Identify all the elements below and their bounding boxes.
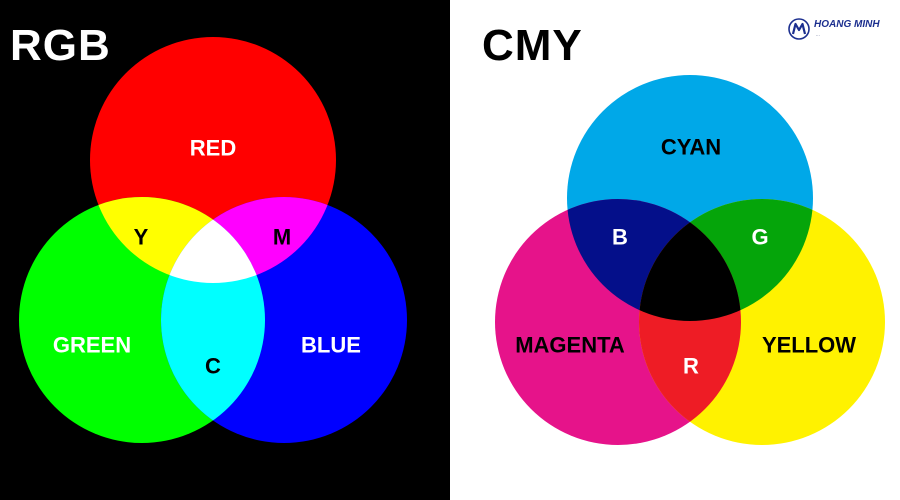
brand-logo: HOANG MINH ... xyxy=(788,18,898,42)
rgb-title: RGB xyxy=(10,21,111,70)
cmy-label-magenta: MAGENTA xyxy=(515,333,625,358)
rgb-label-cyan: C xyxy=(205,354,221,379)
rgb-venn-diagram: RED GREEN BLUE Y M C xyxy=(19,37,407,443)
cmy-label-cyan: CYAN xyxy=(661,135,721,160)
cmy-label-green: G xyxy=(751,225,768,250)
rgb-label-yellow: Y xyxy=(134,225,149,250)
rgb-overlap-center xyxy=(161,197,265,283)
cmy-overlap-center xyxy=(639,199,741,321)
cmy-label-red: R xyxy=(683,354,699,379)
rgb-label-green: GREEN xyxy=(53,333,131,358)
rgb-label-blue: BLUE xyxy=(301,333,361,358)
brand-logo-icon xyxy=(788,18,810,40)
rgb-label-magenta: M xyxy=(273,225,291,250)
cmy-label-blue: B xyxy=(612,225,628,250)
cmy-label-yellow: YELLOW xyxy=(762,333,856,358)
cmy-panel: CMY CYAN MAGENTA YELLOW B G R xyxy=(450,0,900,500)
cmy-title: CMY xyxy=(482,21,583,70)
brand-logo-tagline: ... xyxy=(816,32,821,38)
brand-logo-name: HOANG MINH xyxy=(814,19,880,30)
rgb-panel: RGB RED GREEN BLUE Y M C xyxy=(0,0,450,500)
rgb-label-red: RED xyxy=(190,136,236,161)
cmy-venn-diagram: CYAN MAGENTA YELLOW B G R xyxy=(495,75,885,445)
